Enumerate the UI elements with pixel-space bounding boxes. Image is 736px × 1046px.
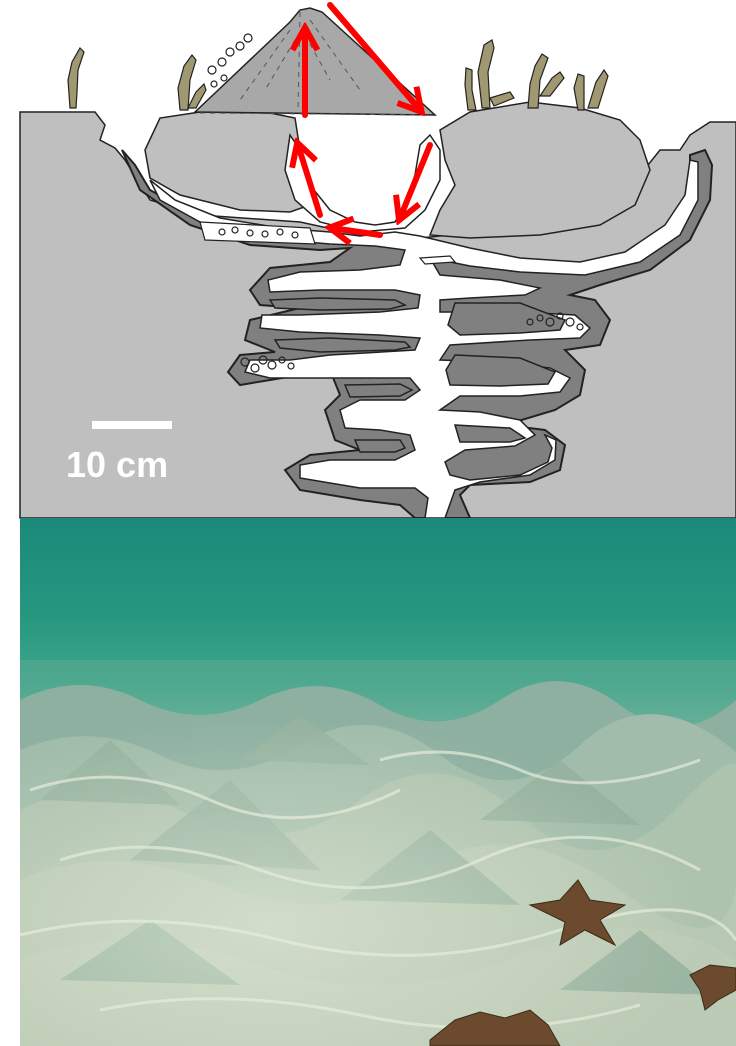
sand-cone [195, 8, 435, 115]
seabed-photo [20, 518, 736, 1046]
sun-glow [20, 700, 736, 1046]
scale-bar-label: 10 cm [66, 444, 168, 485]
scale-bar-line [92, 421, 172, 429]
diagram-panel: 10 cm [20, 5, 736, 518]
